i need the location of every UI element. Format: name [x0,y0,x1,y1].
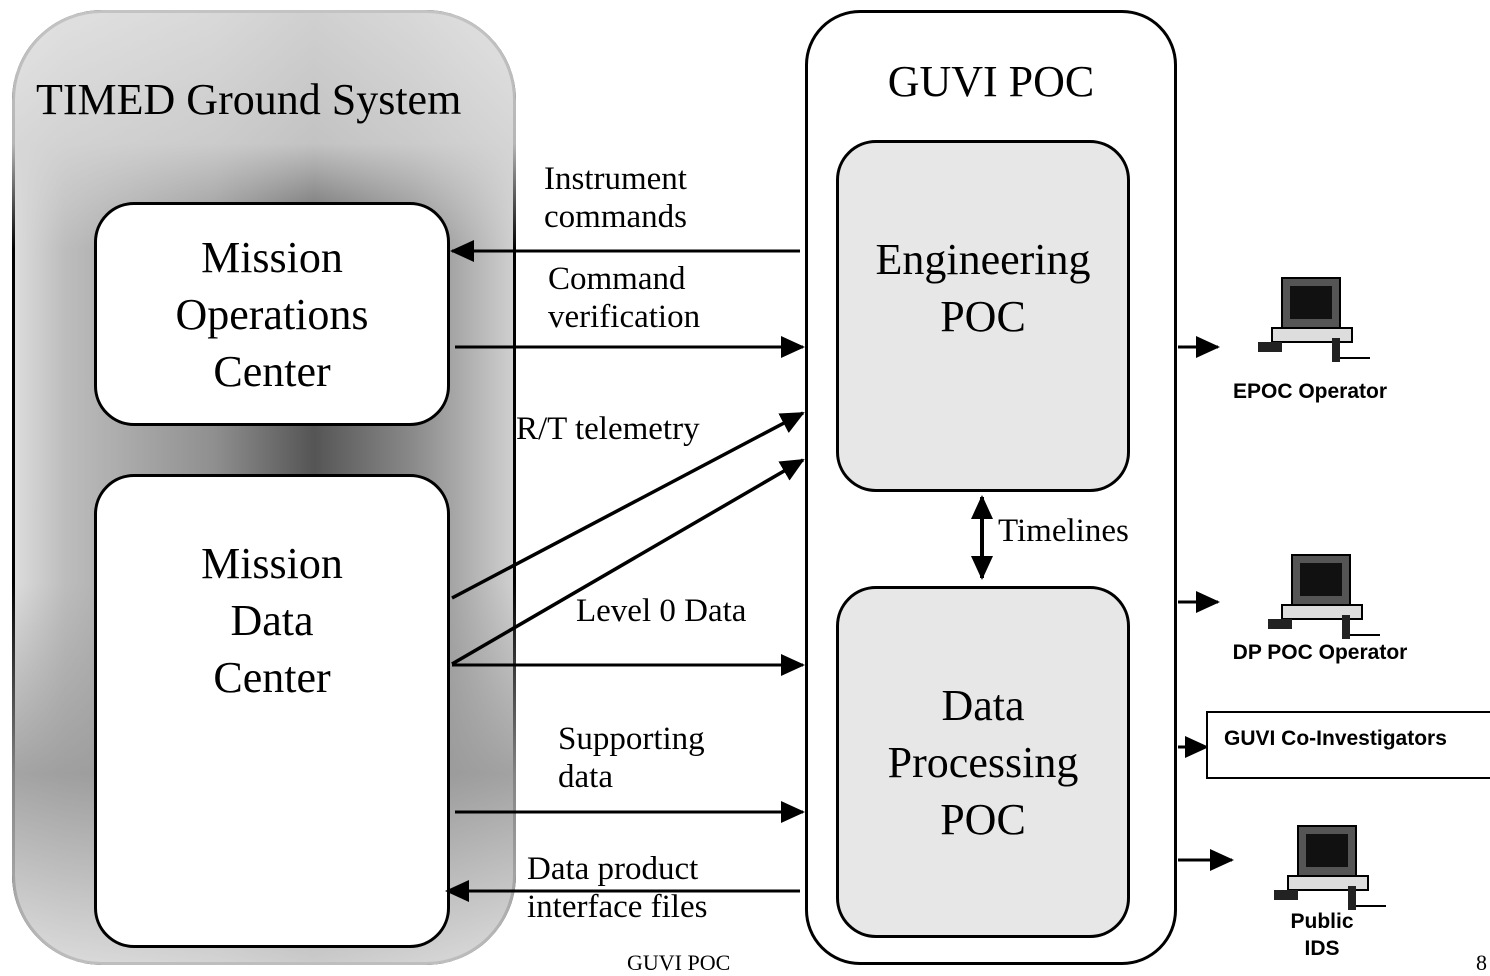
data-product-line-2: interface files [527,889,708,925]
data-product-label: Data product interface files [527,850,707,926]
guvi-poc-title: GUVI POC [887,57,1095,106]
supporting-data-line-1: Supporting [558,721,705,757]
instrument-commands-line-2: commands [544,199,687,235]
dp-line-2: Processing [887,737,1079,787]
mdc-line-3: Center [213,653,331,702]
data-processing-poc-box: Data Processing POC [836,586,1130,938]
moc-line-1: Mission [201,232,343,282]
computer-icon [1268,554,1380,639]
mission-data-center-box: Mission Data Center [94,474,450,948]
rt-telemetry-arrow [451,411,805,600]
mdc-line-1: Mission [201,539,343,588]
guvi-co-investigators-box: GUVI Co-Investigators [1206,711,1490,779]
command-verification-label: Command verification [548,260,700,336]
footer-caption: GUVI POC [627,950,731,975]
mdc-line-2: Data [230,596,314,645]
epoc-operator-label: EPOC Operator [1232,380,1388,403]
page-number: 8 [1476,950,1487,975]
mission-operations-center-box: Mission Operations Center [94,202,450,426]
dp-line-1: Data [941,680,1025,730]
public-ids-line-2: IDS [1304,937,1340,960]
dp-poc-operator-label: DP POC Operator [1232,641,1408,664]
level0-upper-arrow [451,458,805,666]
computer-icon [1258,277,1370,362]
moc-line-3: Center [213,346,331,396]
moc-line-2: Operations [175,289,369,339]
supporting-data-line-2: data [558,759,613,795]
command-verification-line-2: verification [548,299,701,335]
computer-icon [1274,825,1386,910]
public-ids-label: Public IDS [1262,908,1382,962]
engineering-line-1: Engineering [875,235,1091,284]
dp-line-3: POC [940,794,1026,844]
engineering-line-2: POC [940,292,1026,341]
instrument-commands-line-1: Instrument [544,161,687,197]
rt-telemetry-label: R/T telemetry [516,411,700,447]
public-ids-line-1: Public [1290,910,1354,933]
timed-ground-system-title: TIMED Ground System [36,75,462,124]
instrument-commands-label: Instrument commands [544,160,687,236]
data-product-line-1: Data product [527,851,699,887]
timelines-label: Timelines [998,513,1129,549]
level0-label: Level 0 Data [576,593,747,629]
command-verification-line-1: Command [548,261,686,297]
supporting-data-label: Supporting data [558,720,705,796]
engineering-poc-box: Engineering POC [836,140,1130,492]
